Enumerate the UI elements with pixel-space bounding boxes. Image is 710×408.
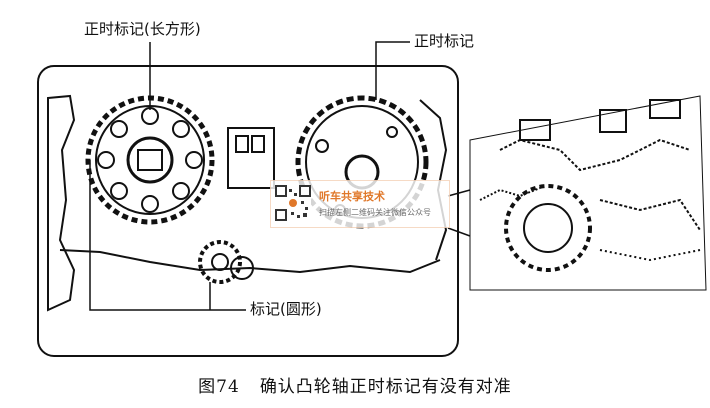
watermark-subtitle: 扫描左侧二维码关注微信公众号 (319, 208, 431, 217)
qr-code-icon (275, 185, 311, 221)
figure-title: 确认凸轮轴正时标记有没有对准 (259, 377, 512, 397)
engine-housing-lower (59, 249, 441, 274)
center-bracket (227, 127, 275, 189)
leader-timing-mark (375, 41, 410, 100)
figure-number: 图74 (198, 377, 240, 397)
figure-caption: 图74 确认凸轮轴正时标记有没有对准 (0, 372, 710, 397)
engine-detail-photo (469, 95, 707, 291)
diagram-frame (37, 65, 459, 357)
leader-mark-round (89, 160, 236, 311)
engine-housing-right (419, 99, 448, 261)
label-timing-mark: 正时标记 (414, 32, 475, 50)
callout-line-bottom (447, 227, 471, 237)
callout-line-top (447, 189, 471, 197)
watermark-title: 听车共享技术 (319, 190, 385, 203)
crank-gear (198, 240, 254, 284)
label-mark-round: 标记(圆形) (250, 300, 322, 318)
watermark-banner: 听车共享技术 扫描左侧二维码关注微信公众号 (270, 180, 450, 228)
engine-housing (47, 94, 76, 312)
left-camshaft-sprocket (85, 95, 215, 225)
label-timing-mark-oblong: 正时标记(长方形) (84, 20, 201, 38)
